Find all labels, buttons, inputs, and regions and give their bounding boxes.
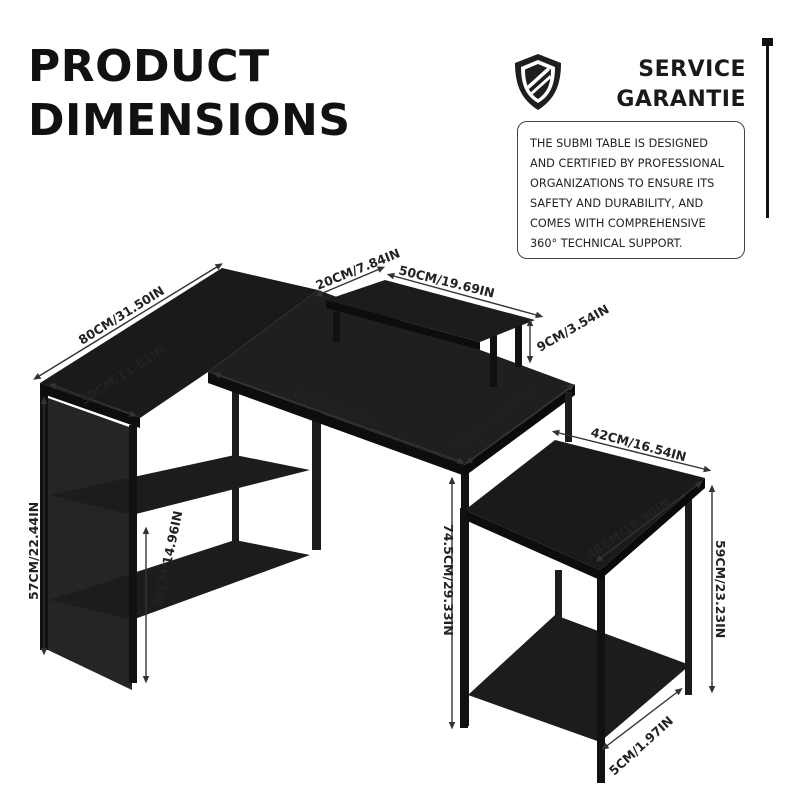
side-table (460, 440, 705, 783)
dim-side-table-height: 59CM/23.23IN (713, 540, 728, 638)
dim-monitor-stand-height: 9CM/3.54IN (534, 301, 612, 354)
shield-icon (515, 54, 561, 110)
dimension-lines (33, 263, 716, 751)
title-line-2: DIMENSIONS (28, 95, 351, 146)
product-dimensions-title: PRODUCT DIMENSIONS (28, 40, 351, 148)
dim-desk-height: 74.5CM/29.33IN (441, 524, 456, 636)
service-garantie-heading: SERVICE GARANTIE (616, 55, 746, 115)
title-line-1: PRODUCT (28, 41, 270, 92)
service-line-1: SERVICE (638, 57, 746, 82)
service-info-box: THE SUBMI TABLE IS DESIGNED AND CERTIFIE… (517, 121, 745, 259)
service-line-2: GARANTIE (616, 87, 746, 112)
accent-bar (766, 40, 769, 218)
dim-left-unit-height: 57CM/22.44IN (26, 502, 41, 600)
